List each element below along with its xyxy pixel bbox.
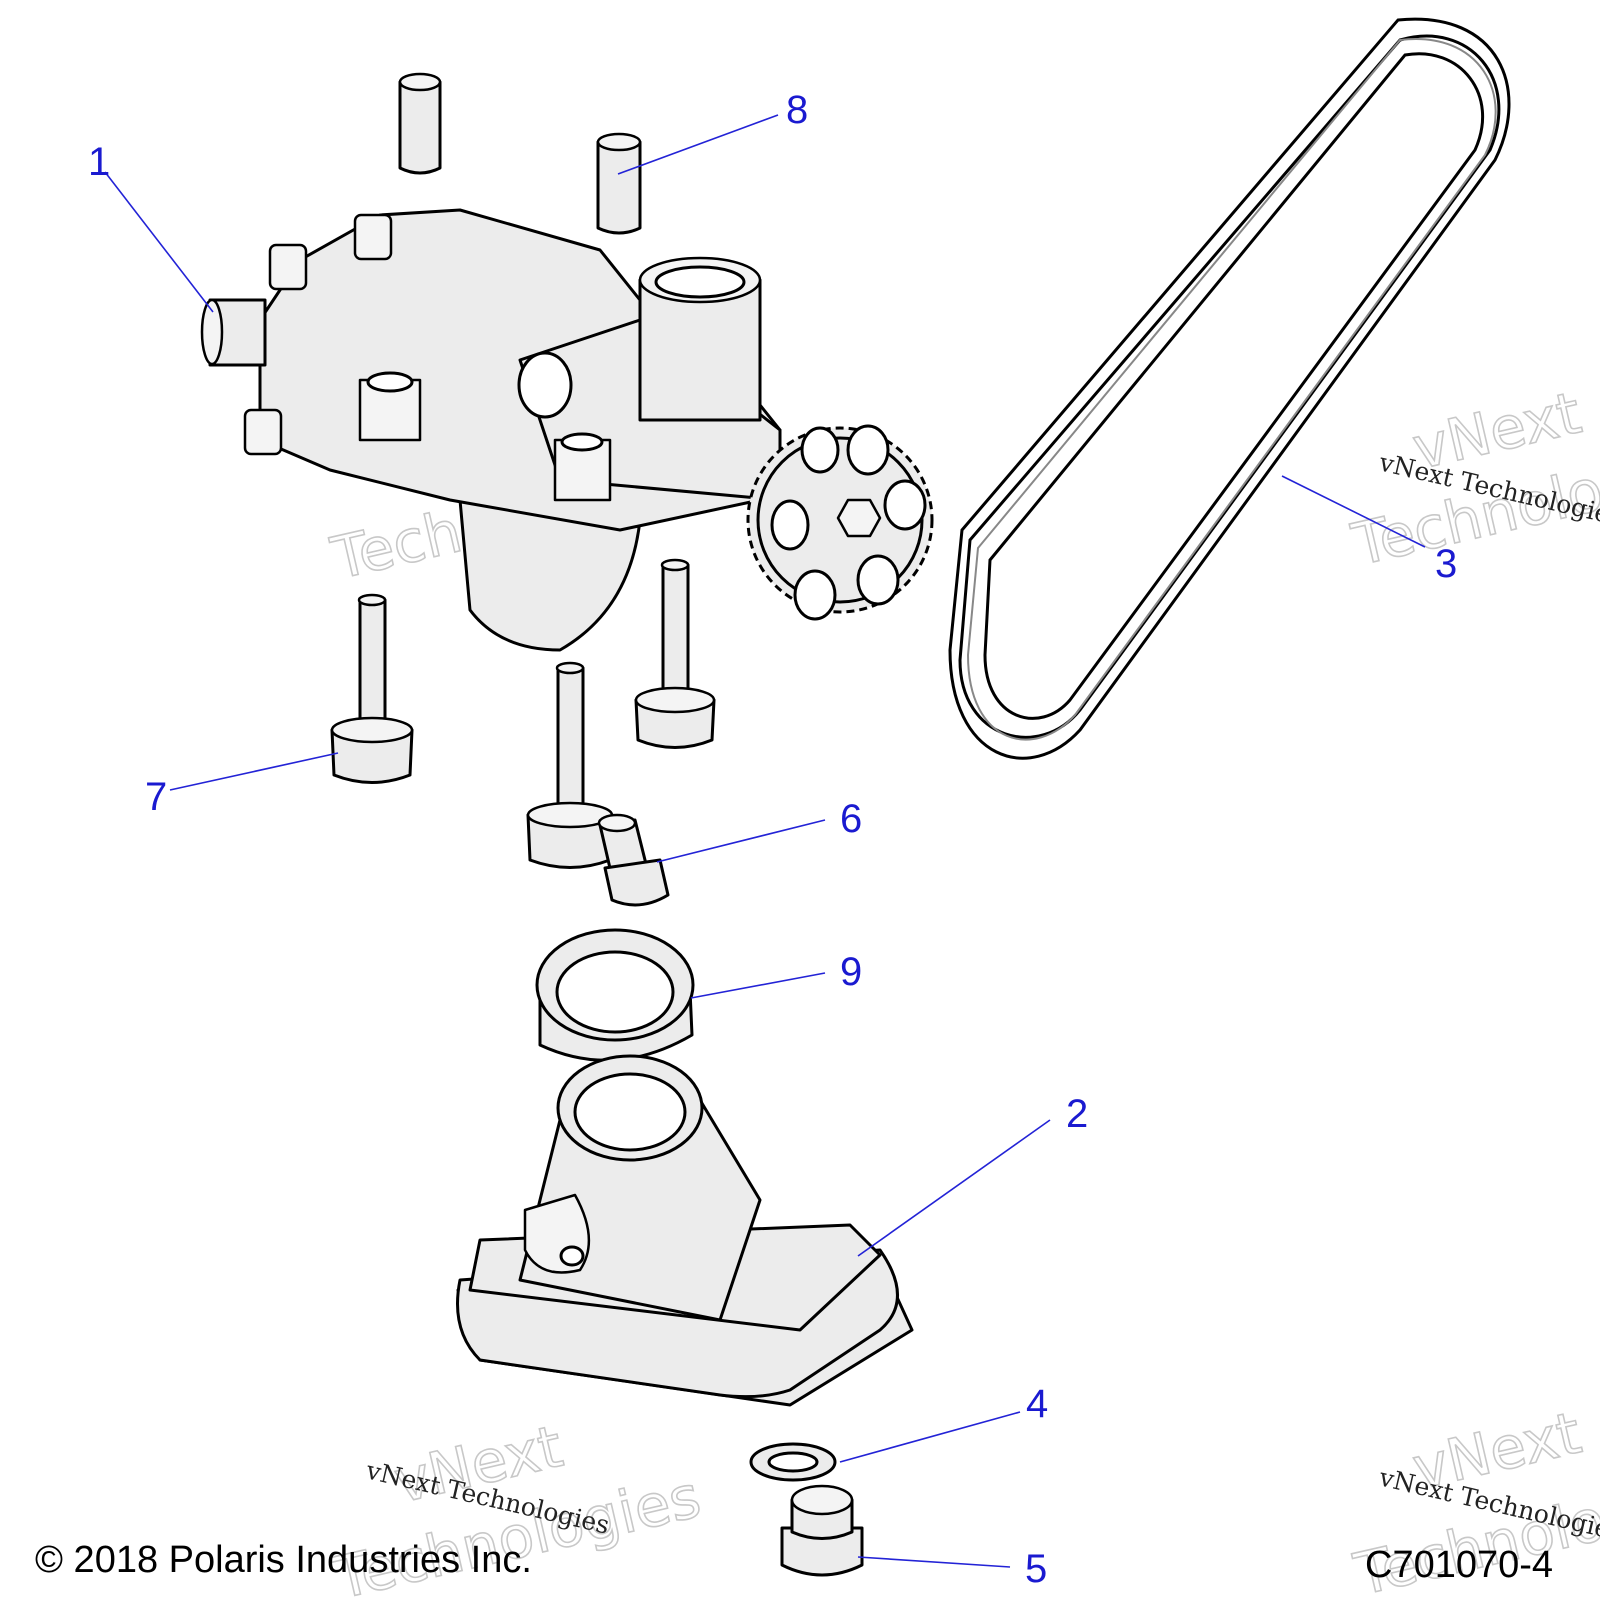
plug [780, 1484, 864, 1577]
leader-6 [656, 819, 826, 863]
screw [597, 813, 670, 907]
leader-2 [857, 1119, 1051, 1257]
diagram-code: C701070-4 [1365, 1544, 1553, 1586]
leader-9 [690, 972, 826, 999]
callout-6: 6 [840, 797, 862, 841]
oil-pump-assembly [200, 208, 782, 652]
seal-ring [535, 928, 695, 1062]
washer [749, 1442, 837, 1482]
bolt-right [634, 558, 716, 749]
bolt-center [526, 661, 614, 869]
dowel-pin-left [398, 72, 442, 175]
leader-1 [104, 171, 214, 313]
leader-8 [617, 114, 779, 175]
oil-pump-sprocket [746, 424, 934, 621]
leader-3 [1281, 475, 1426, 548]
oil-pickup-strainer [456, 1054, 914, 1407]
copyright-text: © 2018 Polaris Industries Inc. [35, 1539, 532, 1581]
leader-4 [839, 1411, 1021, 1463]
dowel-pin-right [596, 132, 642, 235]
leader-5 [857, 1556, 1011, 1568]
drive-chain [948, 17, 1511, 760]
callout-5: 5 [1025, 1547, 1047, 1591]
leader-7 [169, 752, 339, 791]
callout-9: 9 [840, 950, 862, 994]
watermark-top-right: vNext Technologies [1345, 378, 1600, 580]
callout-3: 3 [1435, 542, 1457, 586]
bolt-left [330, 593, 414, 784]
callout-4: 4 [1026, 1382, 1048, 1426]
callout-1: 1 [88, 140, 110, 184]
callout-7: 7 [145, 775, 167, 819]
callout-8: 8 [786, 88, 808, 132]
leader-lines [104, 114, 1426, 1568]
callout-2: 2 [1066, 1092, 1088, 1136]
